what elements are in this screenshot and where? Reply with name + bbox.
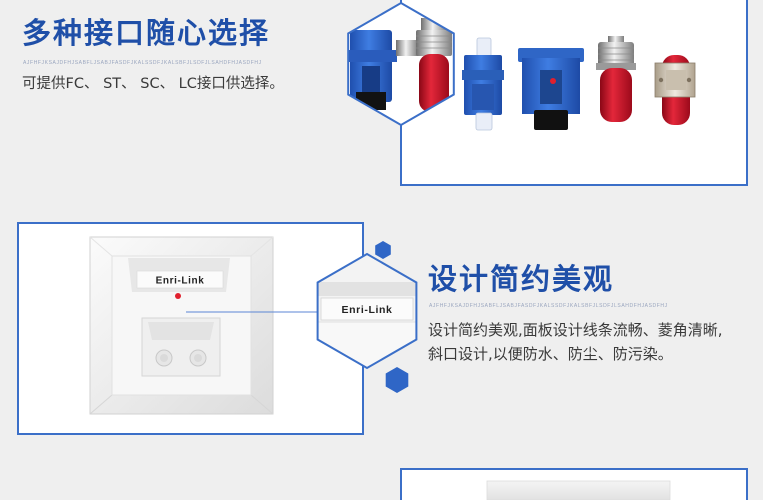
zoom-brand-label: Enri-Link [342, 304, 393, 316]
zoom-hexagon-faceplate: Enri-Link [316, 252, 418, 370]
faceplate-highlight-dot [175, 293, 181, 299]
section-title-design: 设计简约美观 [428, 262, 615, 296]
decorative-letter-strip: AJFHFJKSAJDFHJSABFLJSABJFASDFJKALSSDFJKA… [23, 60, 262, 66]
sc-highlight-dot [550, 78, 556, 84]
next-faceplate-preview [486, 480, 671, 500]
zoom-hexagon-connectors [347, 1, 455, 127]
section-description-design-line-2: 斜口设计,以便防水、防尘、防污染。 [428, 345, 673, 363]
small-hexagon-icon [385, 367, 409, 393]
small-hexagon-icon [375, 241, 391, 259]
fc-connector-image [654, 55, 696, 125]
faceplate-image: Enri-Link [89, 236, 274, 415]
section-description-design-line-1: 设计简约美观,面板设计线条流畅、菱角清晰, [428, 321, 723, 339]
section-title-interfaces: 多种接口随心选择 [22, 16, 271, 50]
sc-adapter-image [518, 48, 584, 130]
section-description-interfaces: 可提供FC、 ST、 SC、 LC接口供选择。 [22, 76, 284, 92]
st-connector-image [596, 36, 636, 122]
decorative-letter-strip: AJFHFJKSAJDFHJSABFLJSABJFASDFJKALSSDFJKA… [429, 303, 668, 309]
lc-adapter-image [462, 37, 504, 131]
faceplate-brand-label: Enri-Link [156, 276, 205, 287]
